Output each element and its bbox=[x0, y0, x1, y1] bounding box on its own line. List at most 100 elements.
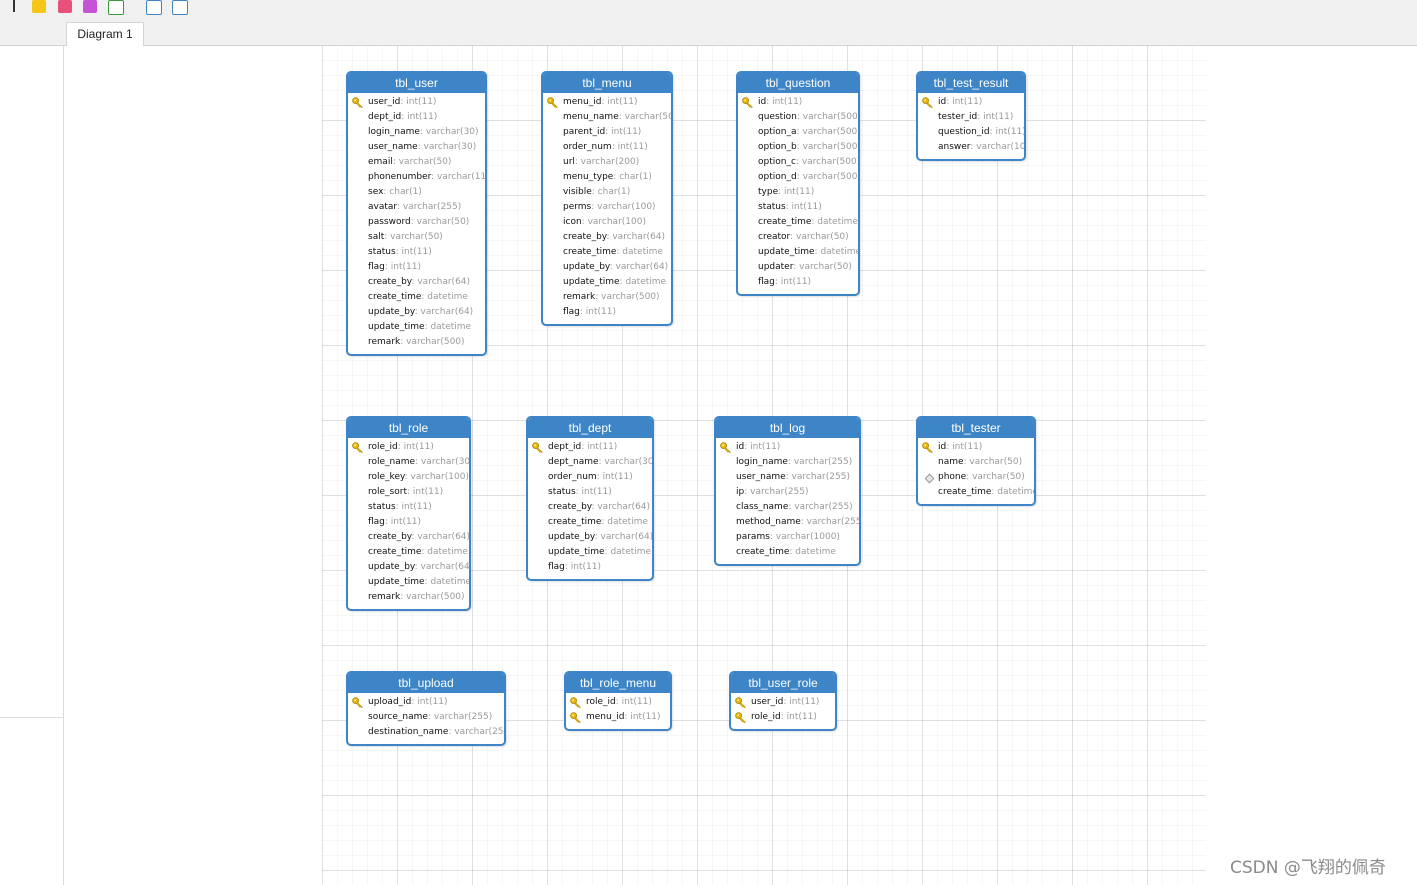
properties-icon[interactable] bbox=[172, 0, 188, 15]
note-icon[interactable] bbox=[32, 0, 46, 13]
field-row[interactable]: upload_id: int(11) bbox=[348, 695, 504, 710]
field-row[interactable]: role_name: varchar(30) bbox=[348, 455, 469, 470]
field-row[interactable]: update_time: datetime bbox=[543, 275, 671, 290]
field-row[interactable]: status: int(11) bbox=[348, 500, 469, 515]
field-row[interactable]: id: int(11) bbox=[738, 95, 858, 110]
field-row[interactable]: update_by: varchar(64) bbox=[528, 530, 652, 545]
field-row[interactable]: create_by: varchar(64) bbox=[543, 230, 671, 245]
field-row[interactable]: phone: varchar(50) bbox=[918, 470, 1034, 485]
field-row[interactable]: update_time: datetime bbox=[348, 320, 485, 335]
field-row[interactable]: login_name: varchar(255) bbox=[716, 455, 859, 470]
field-row[interactable]: role_key: varchar(100) bbox=[348, 470, 469, 485]
field-row[interactable]: id: int(11) bbox=[918, 440, 1034, 455]
field-row[interactable]: update_time: datetime bbox=[738, 245, 858, 260]
layout-icon[interactable] bbox=[108, 0, 124, 15]
field-row[interactable]: role_id: int(11) bbox=[731, 710, 835, 725]
field-row[interactable]: type: int(11) bbox=[738, 185, 858, 200]
field-row[interactable]: avatar: varchar(255) bbox=[348, 200, 485, 215]
field-row[interactable]: option_b: varchar(500) bbox=[738, 140, 858, 155]
field-row[interactable]: create_by: varchar(64) bbox=[348, 275, 485, 290]
field-row[interactable]: role_id: int(11) bbox=[348, 440, 469, 455]
field-row[interactable]: status: int(11) bbox=[528, 485, 652, 500]
field-row[interactable]: id: int(11) bbox=[716, 440, 859, 455]
field-row[interactable]: login_name: varchar(30) bbox=[348, 125, 485, 140]
field-row[interactable]: url: varchar(200) bbox=[543, 155, 671, 170]
field-row[interactable]: flag: int(11) bbox=[528, 560, 652, 575]
field-row[interactable]: order_num: int(11) bbox=[543, 140, 671, 155]
field-row[interactable]: tester_id: int(11) bbox=[918, 110, 1024, 125]
field-row[interactable]: source_name: varchar(255) bbox=[348, 710, 504, 725]
field-row[interactable]: remark: varchar(500) bbox=[348, 335, 485, 350]
field-row[interactable]: update_time: datetime bbox=[528, 545, 652, 560]
field-row[interactable]: parent_id: int(11) bbox=[543, 125, 671, 140]
field-row[interactable]: menu_id: int(11) bbox=[543, 95, 671, 110]
field-row[interactable]: update_by: varchar(64) bbox=[348, 560, 469, 575]
field-row[interactable]: perms: varchar(100) bbox=[543, 200, 671, 215]
field-row[interactable]: id: int(11) bbox=[918, 95, 1024, 110]
field-row[interactable]: sex: char(1) bbox=[348, 185, 485, 200]
field-row[interactable]: question_id: int(11) bbox=[918, 125, 1024, 140]
field-row[interactable]: flag: int(11) bbox=[348, 260, 485, 275]
field-row[interactable]: option_a: varchar(500) bbox=[738, 125, 858, 140]
field-row[interactable]: answer: varchar(10) bbox=[918, 140, 1024, 155]
field-row[interactable]: status: int(11) bbox=[738, 200, 858, 215]
field-row[interactable]: role_sort: int(11) bbox=[348, 485, 469, 500]
field-row[interactable]: create_time: datetime bbox=[528, 515, 652, 530]
field-row[interactable]: user_id: int(11) bbox=[348, 95, 485, 110]
field-row[interactable]: creator: varchar(50) bbox=[738, 230, 858, 245]
field-row[interactable]: email: varchar(50) bbox=[348, 155, 485, 170]
field-row[interactable]: create_by: varchar(64) bbox=[528, 500, 652, 515]
field-row[interactable]: option_d: varchar(500) bbox=[738, 170, 858, 185]
field-row[interactable]: create_time: datetime bbox=[543, 245, 671, 260]
field-row[interactable]: menu_id: int(11) bbox=[566, 710, 670, 725]
field-row[interactable]: flag: int(11) bbox=[348, 515, 469, 530]
field-row[interactable]: user_id: int(11) bbox=[731, 695, 835, 710]
field-row[interactable]: menu_name: varchar(50) bbox=[543, 110, 671, 125]
image-icon[interactable] bbox=[58, 0, 72, 13]
field-row[interactable]: class_name: varchar(255) bbox=[716, 500, 859, 515]
field-row[interactable]: name: varchar(50) bbox=[918, 455, 1034, 470]
field-row[interactable]: order_num: int(11) bbox=[528, 470, 652, 485]
field-row[interactable]: flag: int(11) bbox=[738, 275, 858, 290]
field-row[interactable]: icon: varchar(100) bbox=[543, 215, 671, 230]
field-row[interactable]: question: varchar(500) bbox=[738, 110, 858, 125]
field-row[interactable]: create_time: datetime bbox=[738, 215, 858, 230]
field-row[interactable]: user_name: varchar(30) bbox=[348, 140, 485, 155]
field-row[interactable]: create_time: datetime bbox=[716, 545, 859, 560]
field-row[interactable]: dept_id: int(11) bbox=[348, 110, 485, 125]
field-row[interactable]: updater: varchar(50) bbox=[738, 260, 858, 275]
field-row[interactable]: create_time: datetime bbox=[348, 545, 469, 560]
field-row[interactable]: remark: varchar(500) bbox=[348, 590, 469, 605]
field-row[interactable]: salt: varchar(50) bbox=[348, 230, 485, 245]
field-row[interactable]: visible: char(1) bbox=[543, 185, 671, 200]
field-row[interactable]: role_id: int(11) bbox=[566, 695, 670, 710]
field-row[interactable]: update_time: datetime bbox=[348, 575, 469, 590]
field-row[interactable]: password: varchar(50) bbox=[348, 215, 485, 230]
field-row[interactable]: update_by: varchar(64) bbox=[348, 305, 485, 320]
field-row[interactable]: update_by: varchar(64) bbox=[543, 260, 671, 275]
field-row[interactable]: flag: int(11) bbox=[543, 305, 671, 320]
field-row[interactable]: destination_name: varchar(255) bbox=[348, 725, 504, 740]
field-row[interactable]: phonenumber: varchar(11) bbox=[348, 170, 485, 185]
field-row[interactable]: method_name: varchar(255) bbox=[716, 515, 859, 530]
field-row[interactable]: status: int(11) bbox=[348, 245, 485, 260]
tab-diagram-1[interactable]: Diagram 1 bbox=[66, 22, 144, 46]
field-row[interactable]: user_name: varchar(255) bbox=[716, 470, 859, 485]
field-row[interactable]: menu_type: char(1) bbox=[543, 170, 671, 185]
field-row[interactable]: remark: varchar(500) bbox=[543, 290, 671, 305]
field-row[interactable]: create_time: datetime bbox=[918, 485, 1034, 500]
select-icon[interactable] bbox=[146, 0, 162, 15]
field-row[interactable]: params: varchar(1000) bbox=[716, 530, 859, 545]
field-row[interactable]: option_c: varchar(500) bbox=[738, 155, 858, 170]
